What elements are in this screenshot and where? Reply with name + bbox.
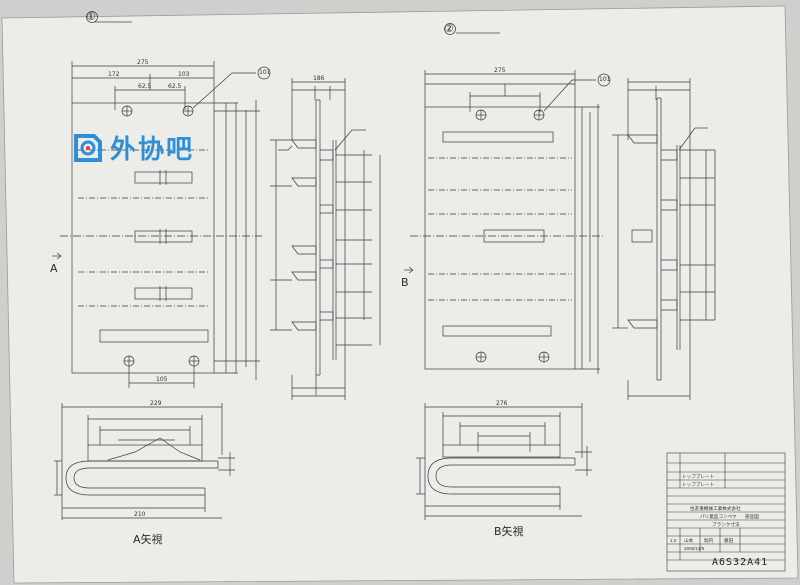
right-bent-plate-outer: [427, 457, 575, 495]
watermark-logo: 外协吧: [70, 130, 210, 166]
dim-left-hole-a: 62.5: [138, 83, 152, 90]
drawing-number: A6S32A41: [712, 557, 769, 568]
dim-left-bottom: 105: [156, 376, 168, 383]
header-mark-2: ②: [444, 22, 454, 35]
balloon-right-label: 101: [599, 76, 611, 83]
right-center-slot: [483, 229, 545, 243]
dim-left-top-sub2: 103: [178, 71, 190, 78]
tb-scale: 1:2: [670, 538, 677, 543]
left-slot-1: [134, 171, 193, 184]
tb-row-3: ブランク寸法: [712, 522, 740, 527]
bottom-left-view: [54, 403, 235, 520]
bottom-right-view: [416, 403, 592, 520]
right-long-slot-bottom: [442, 325, 552, 337]
left-bent-plate-outer: [65, 460, 218, 496]
left-slot-3: [134, 287, 193, 300]
dim-left-bot-view-total: 229: [150, 400, 162, 407]
dim-right-top-total: 275: [494, 67, 506, 74]
tb-approval-3: 藤田: [724, 538, 734, 543]
dim-left-bottom-total: 210: [134, 511, 146, 518]
left-side-view: [270, 78, 381, 400]
left-profile-peak: [107, 437, 201, 461]
tb-company: 住友重機械工業株式会社: [690, 506, 741, 511]
balloon-left-label: 101: [259, 69, 271, 76]
balloon-circle-right: [597, 73, 611, 87]
tb-parts: 部品図: [745, 514, 759, 519]
tb-row-1: トップブレート: [682, 474, 715, 479]
right-plate-outline: [424, 106, 576, 370]
tb-row-2: トップブレート: [682, 482, 715, 487]
dim-left-hole-b: 62.5: [168, 83, 182, 90]
arrow-b-label: B: [401, 276, 409, 289]
paper-sheet: [1, 5, 799, 584]
tb-approval-2: 堀内: [704, 538, 714, 543]
left-bent-plate-inner: [73, 467, 218, 489]
view-b-label: B矢視: [494, 525, 524, 538]
dim-side-top: 186: [313, 75, 325, 82]
left-front-view: [52, 61, 262, 388]
header-circle-left: [86, 11, 98, 23]
dim-right-bot-view-total: 276: [496, 400, 508, 407]
dim-left-top-total: 275: [137, 59, 149, 66]
view-a-label: A矢視: [133, 533, 163, 546]
left-plate-outline: [71, 102, 215, 374]
watermark-logo-icon: [74, 134, 102, 162]
tb-date: 2006/11/9: [684, 546, 705, 551]
right-long-slot-top: [442, 131, 554, 143]
tb-product: パリ業品コンベヤ: [700, 514, 737, 519]
header-circle-right: [444, 23, 456, 35]
balloon-circle-left: [257, 66, 271, 80]
dim-left-top-sub1: 172: [108, 71, 120, 78]
right-side-clip: [631, 229, 653, 243]
left-slot-2: [134, 230, 193, 243]
title-block: [666, 452, 786, 572]
right-side-view: [612, 78, 716, 400]
watermark-text: 外协吧: [110, 135, 195, 165]
right-front-view: [404, 70, 605, 374]
tb-approval-1: 山本: [684, 538, 694, 543]
right-bent-plate-inner: [435, 464, 575, 488]
left-long-slot: [99, 329, 209, 343]
arrow-a-label: A: [50, 262, 58, 275]
header-mark-1: ①: [86, 10, 96, 23]
